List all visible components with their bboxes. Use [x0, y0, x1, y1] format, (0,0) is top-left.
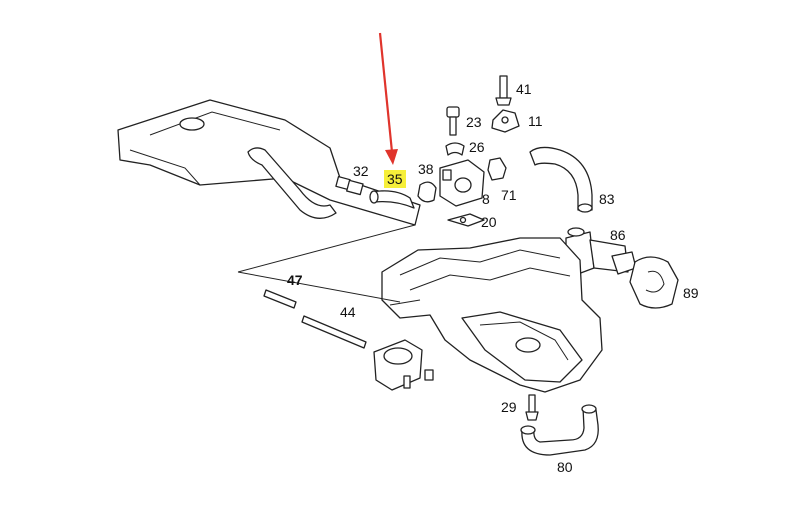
label-29: 29 [501, 399, 517, 415]
leader-47 [237, 224, 416, 303]
label-38: 38 [418, 161, 434, 177]
label-89: 89 [683, 285, 699, 301]
label-20: 20 [481, 214, 497, 230]
cover-89 [629, 256, 679, 309]
label-47: 47 [287, 272, 303, 288]
label-8: 8 [482, 191, 490, 207]
label-86: 86 [610, 227, 626, 243]
bolt-41 [495, 75, 512, 106]
label-35: 35 [384, 170, 406, 188]
bolt-29 [525, 394, 539, 421]
hose-44 [301, 315, 367, 349]
valve-8 [439, 159, 485, 207]
label-23: 23 [466, 114, 482, 130]
hose-80 [520, 404, 599, 456]
label-41: 41 [516, 81, 532, 97]
label-83: 83 [599, 191, 615, 207]
label-44: 44 [340, 304, 356, 320]
intake-manifold [381, 237, 603, 393]
connector-71 [487, 157, 507, 181]
bolt-23 [446, 106, 460, 136]
bracket-11 [491, 109, 520, 133]
gasket-20 [447, 213, 485, 227]
label-11: 11 [528, 113, 543, 129]
fitting-32 [335, 175, 364, 196]
label-71: 71 [501, 187, 517, 203]
washer-26 [445, 142, 465, 156]
pointer-arrow [378, 32, 398, 165]
label-26: 26 [469, 139, 485, 155]
cover-hose [247, 147, 337, 219]
hose-47 [263, 289, 297, 309]
label-80: 80 [557, 459, 573, 475]
label-32: 32 [353, 163, 369, 179]
clamp-38 [417, 181, 437, 203]
hose-83 [529, 146, 593, 213]
solenoid-valve [373, 339, 434, 391]
hose-35 [369, 190, 415, 209]
